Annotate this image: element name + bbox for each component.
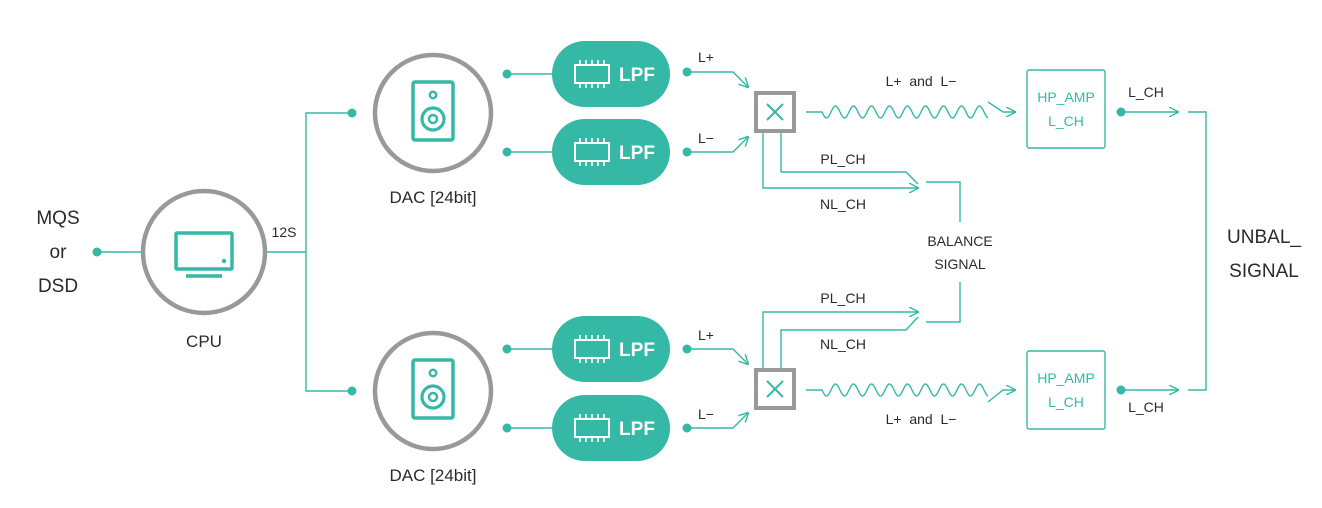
monitor-icon xyxy=(174,231,234,278)
input-label-3: DSD xyxy=(38,276,78,297)
dac-top-dot-2 xyxy=(502,147,512,157)
chip-icon xyxy=(574,138,610,166)
balance-bracket-bottom xyxy=(926,282,961,323)
l-minus-top-arrow xyxy=(687,137,748,153)
dac-bottom-label: DAC [24bit] xyxy=(390,466,477,485)
mixer-bottom xyxy=(754,368,796,410)
wave-top-arrow xyxy=(987,101,1015,112)
hp-amp-bottom-label-2: L_CH xyxy=(1048,394,1084,410)
hp-amp-top-label-1: HP_AMP xyxy=(1037,89,1095,105)
l-minus-bottom-label: L− xyxy=(698,406,714,422)
dac-bottom-dot-2 xyxy=(502,423,512,433)
cpu-node xyxy=(140,188,268,316)
input-label-1: MQS xyxy=(36,208,79,229)
balance-bracket-top xyxy=(926,181,961,222)
dac-top-label: DAC [24bit] xyxy=(390,188,477,207)
bus-label: 12S xyxy=(272,224,297,240)
lpf-block: LPF xyxy=(552,316,670,382)
l-minus-bottom-arrow xyxy=(687,413,748,429)
speaker-icon xyxy=(411,358,455,420)
balance-label-2: SIGNAL xyxy=(934,256,986,272)
wave-top xyxy=(806,105,989,119)
nl-ch-top-label: NL_CH xyxy=(820,196,866,212)
pl-ch-bottom-arrow xyxy=(762,312,918,372)
lpf-block: LPF xyxy=(552,41,670,107)
l-plus-bottom-arrow xyxy=(687,348,748,364)
unbal-label-1: UNBAL_ xyxy=(1227,227,1301,248)
wave-bottom xyxy=(806,383,989,397)
dac-bottom-dot-1 xyxy=(502,344,512,354)
bus-dot-bottom xyxy=(347,386,357,396)
chip-icon xyxy=(574,60,610,88)
pl-ch-top-line xyxy=(780,132,919,185)
hp-amp-bottom: HP_AMP L_CH xyxy=(1026,350,1106,430)
input-label-2: or xyxy=(50,242,68,263)
i2s-bus-line xyxy=(305,112,352,392)
lpf-label: LPF xyxy=(619,65,655,86)
l-ch-bottom-label: L_CH xyxy=(1128,399,1164,415)
lpf-label: LPF xyxy=(619,340,655,361)
wave-bottom-label: L+ and L− xyxy=(886,411,957,427)
bus-dot-top xyxy=(347,108,357,118)
lpf-label: LPF xyxy=(619,143,655,164)
lpf-block: LPF xyxy=(552,119,670,185)
unbal-bracket xyxy=(1188,111,1207,391)
pl-ch-top-label: PL_CH xyxy=(820,151,865,167)
unbal-label-2: SIGNAL xyxy=(1229,261,1299,282)
dac-bottom-node xyxy=(372,330,494,452)
lpf-block: LPF xyxy=(552,395,670,461)
dac-top-node xyxy=(372,52,494,174)
chip-icon xyxy=(574,414,610,442)
nl-ch-top-arrow xyxy=(762,132,918,188)
lpf-group: LPF LPF LPF LPF xyxy=(552,41,670,461)
wave-bottom-arrow xyxy=(987,390,1015,403)
l-plus-top-label: L+ xyxy=(698,49,714,65)
nl-ch-bottom-label: NL_CH xyxy=(820,336,866,352)
balance-label-1: BALANCE xyxy=(927,233,992,249)
hp-amp-bottom-label-1: HP_AMP xyxy=(1037,370,1095,386)
l-plus-top-arrow xyxy=(687,71,748,87)
hp-amp-top: HP_AMP L_CH xyxy=(1026,69,1106,149)
nl-ch-bottom-line xyxy=(780,316,919,372)
chip-icon xyxy=(574,335,610,363)
l-plus-bottom-label: L+ xyxy=(698,327,714,343)
pl-ch-bottom-label: PL_CH xyxy=(820,290,865,306)
speaker-icon xyxy=(411,80,455,142)
hp-amp-top-label-2: L_CH xyxy=(1048,113,1084,129)
dac-top-dot-1 xyxy=(502,69,512,79)
l-minus-top-label: L− xyxy=(698,130,714,146)
cpu-label: CPU xyxy=(186,332,222,351)
mixer-top xyxy=(754,91,796,133)
cross-icon xyxy=(766,103,784,121)
lpf-label: LPF xyxy=(619,419,655,440)
wave-top-label: L+ and L− xyxy=(886,73,957,89)
l-ch-top-label: L_CH xyxy=(1128,84,1164,100)
cross-icon xyxy=(766,380,784,398)
